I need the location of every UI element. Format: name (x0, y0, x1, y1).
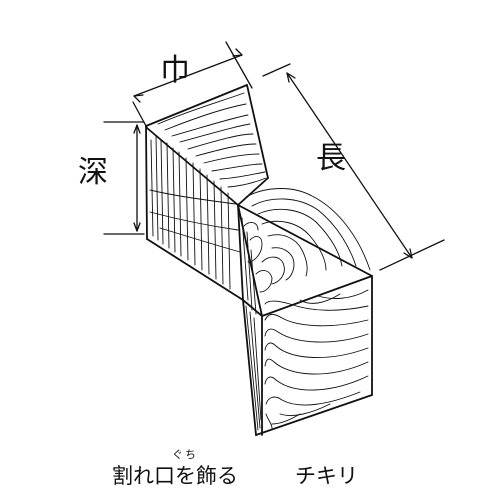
length-dimension (262, 63, 445, 271)
caption-ruby: ぐち (172, 448, 198, 461)
caption: ぐち 割れ口を飾る チキリ (112, 446, 412, 490)
width-label: 巾 (160, 53, 190, 88)
depth-label: 深 (78, 155, 108, 190)
width-dimension (132, 41, 253, 127)
grain-waist (241, 217, 262, 431)
grain-end-face (264, 289, 369, 429)
key-outline (145, 84, 373, 436)
caption-name: チキリ (295, 464, 358, 488)
grain-top-face (157, 92, 371, 293)
caption-text: 割れ口を飾る (112, 464, 238, 488)
depth-dimension (103, 121, 145, 235)
grain-side-face (149, 135, 241, 290)
length-label: 長 (316, 141, 346, 176)
